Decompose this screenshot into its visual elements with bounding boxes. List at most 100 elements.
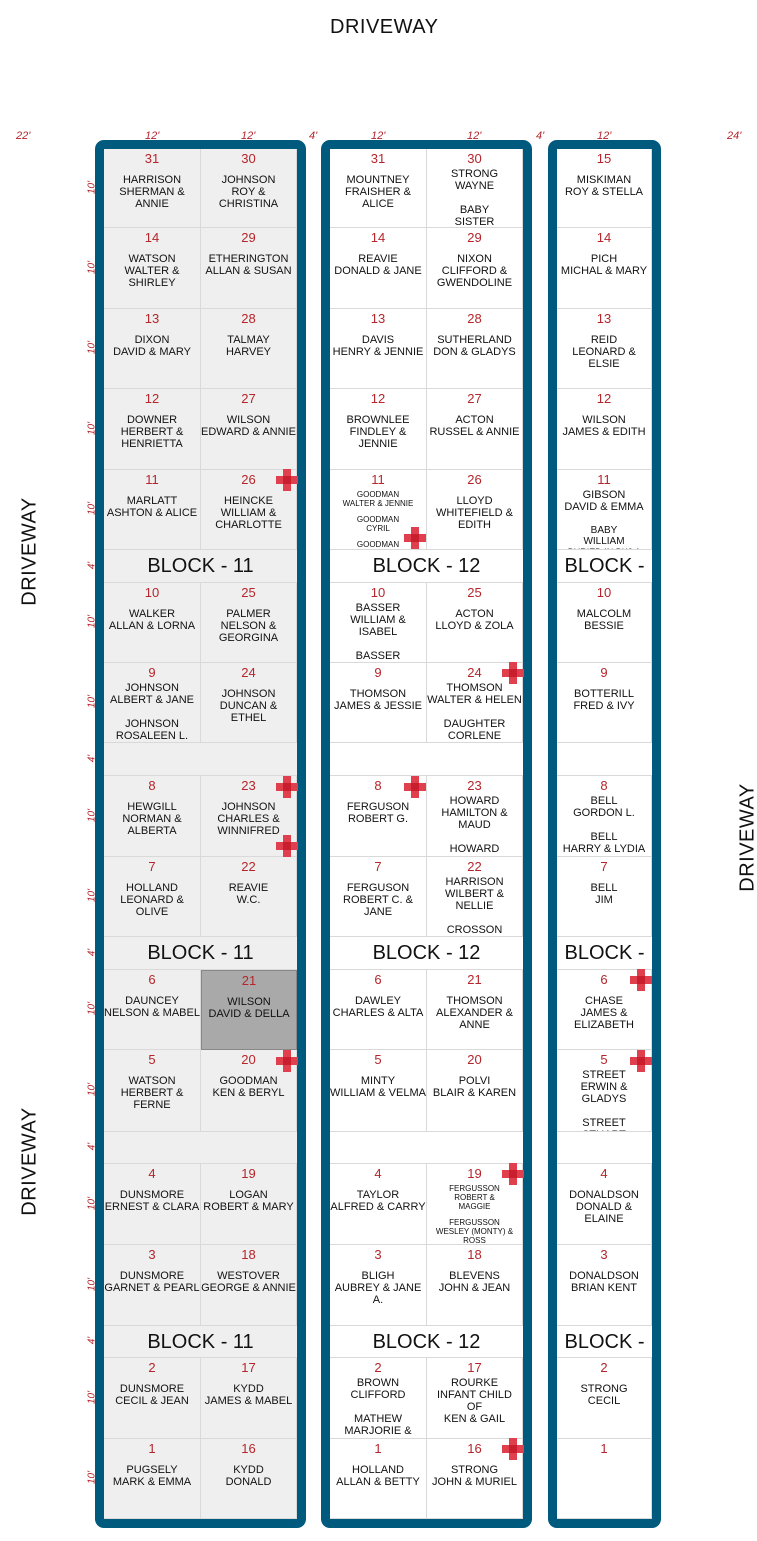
plot-number: 12 [144, 391, 160, 406]
plot-name-line: KEN & BERYL [212, 1087, 285, 1099]
plot-number: 3 [600, 1247, 608, 1262]
plot-name-line: ROSALEEN L. [115, 730, 189, 742]
path-spacer [557, 743, 652, 776]
plot-number: 7 [148, 859, 156, 874]
plot-number: 4 [148, 1166, 156, 1181]
plot-name-line: HENRY & JENNIE [332, 346, 424, 358]
plot-number: 28 [467, 311, 482, 326]
plot-name-line: AUBREY & JANE A. [334, 1282, 422, 1306]
plot-b13-1[interactable]: 1 [557, 1439, 652, 1519]
plot-name-line: JAMES & [580, 1007, 628, 1019]
plot-name-line: FERGUSON [346, 801, 410, 813]
plot-name-line: ALEXANDER & [435, 1007, 514, 1019]
plot-name-line: DUNSMORE [119, 1189, 185, 1201]
width-dim-b12a: 12' [371, 130, 386, 142]
plot-number: 30 [241, 151, 256, 166]
plot-name-line: WHITEFIELD & [435, 507, 513, 519]
plot-number: 17 [467, 1360, 482, 1375]
plot-name-line: LOGAN [229, 1189, 268, 1201]
plot-name-line: ROY & CHRISTINA [218, 186, 279, 210]
width-dim-right: 24' [727, 130, 742, 142]
plot-name-line: ACTON [455, 608, 494, 620]
plot-name-line: ROSS [463, 1236, 486, 1245]
plot-number: 29 [241, 230, 256, 245]
plot-name-line: WATSON [128, 1075, 176, 1087]
plot-name-line: THOMSON [446, 995, 503, 1007]
plot-name-line: WILLIAM & [220, 507, 277, 519]
plot-number: 11 [145, 472, 159, 487]
plot-name-line: HARRISON [122, 174, 182, 186]
plot-name-line: ETHERINGTON [208, 253, 289, 265]
plot-number: 8 [600, 778, 608, 793]
plot-name-line: HARRY & LYDIA [562, 843, 646, 855]
plot-number: 14 [144, 230, 160, 245]
